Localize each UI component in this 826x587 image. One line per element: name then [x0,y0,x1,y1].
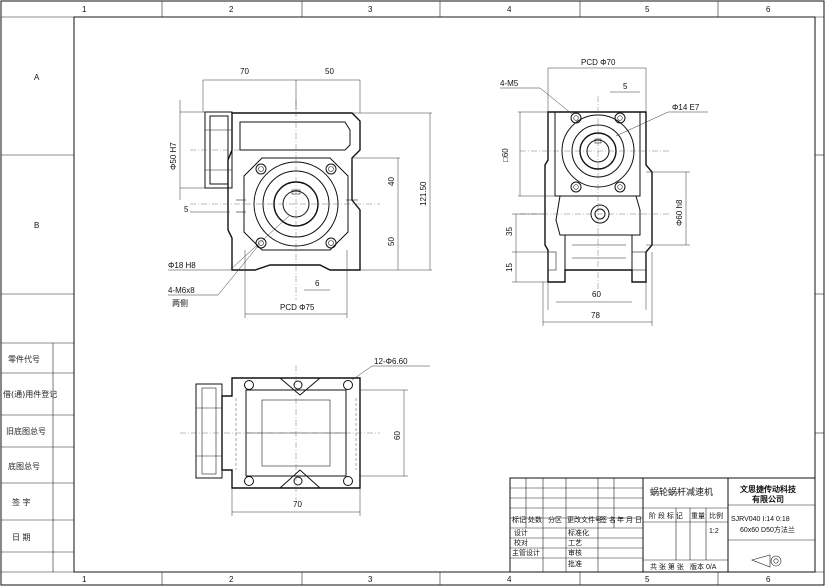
dim-front-50-v: 50 [387,237,396,246]
grid-col-5: 5 [645,5,650,14]
title-block: 标记 处数 分区 更改文件号 签 名 年 月 日 设计 校对 主管设计 标准化 … [509,477,816,573]
side-label-base: 底图总号 [8,461,40,471]
rev-header-doc: 更改文件号 [567,515,602,524]
grid-col-3-bottom: 3 [368,575,373,584]
dim-side-60h8: Φ60 h8 [675,199,684,226]
stage-header-scale: 比例 [709,511,723,520]
side-label-date: 日 期 [12,533,31,542]
role-design: 设计 [514,528,528,537]
side-view [520,96,670,290]
dim-side-pcd70: PCD Φ70 [581,58,616,67]
front-view [190,100,380,300]
dim-front-5: 5 [184,205,189,214]
grid-col-2-bottom: 2 [229,575,234,584]
dim-bottom-holes: 12-Φ6.60 [374,357,408,366]
side-label-part-code: 零件代号 [8,354,40,364]
dim-front-m6: 4-M6x8 [168,286,195,295]
stage-header-mark: 阶 段 标 记 [649,511,683,520]
dim-front-121: 121.50 [419,181,428,206]
rev-header-sign: 签 名 [600,515,616,524]
dim-side-15: 15 [505,263,514,272]
grid-col-5-bottom: 5 [645,575,650,584]
sheet-count: 共 张 第 张 [650,562,684,571]
right-grid-strip [815,154,824,434]
model-line-2: 60x60 D50方法兰 [740,525,795,534]
drawing-title: 蜗轮蜗杆减速机 [650,486,713,497]
dim-front-pcd75: PCD Φ75 [280,303,315,312]
grid-col-1: 1 [82,5,87,14]
rev-header-date: 年 月 日 [617,515,642,524]
model-line-1: SJRV040 I:14 0:18 [731,516,790,523]
dim-side-m5: 4-M5 [500,79,519,88]
bottom-grid-strip: 1 2 3 4 5 6 [1,571,824,585]
front-view-dimensions: 70 50 Φ50 H7 5 40 50 121.50 Φ18 H8 4-M6x… [168,67,432,318]
scale-value: 1:2 [709,528,719,535]
dim-bottom-60: 60 [393,431,402,440]
rev-header-count: 处数 [528,515,542,524]
dim-side-35: 35 [505,227,514,236]
role-process: 工艺 [568,539,582,547]
side-label-old-base: 旧底图总号 [6,426,46,436]
projection-symbol-icon [751,554,782,568]
side-table: 零件代号 借(通)用件登记 旧底图总号 底图总号 签 字 日 期 [1,342,74,572]
dim-front-70: 70 [240,67,249,76]
grid-col-4: 4 [507,5,512,14]
bottom-view [180,365,380,500]
dim-front-50: 50 [325,67,334,76]
dim-front-m6-note: 两侧 [172,298,188,308]
dim-side-60: 60 [592,290,601,299]
role-lead: 主管设计 [512,548,540,557]
rev-header-zone: 分区 [548,515,562,524]
side-view-dimensions: PCD Φ70 4-M5 5 Φ14 E7 □60 Φ60 h8 35 15 6… [500,58,708,326]
stage-header-weight: 重量 [691,512,705,520]
company-name-1: 文思捷传动科技 [740,484,797,494]
grid-col-1-bottom: 1 [82,575,87,584]
bottom-view-dimensions: 12-Φ6.60 60 70 [231,357,430,516]
role-approve: 批准 [568,559,582,568]
side-label-signature: 签 字 [12,497,31,507]
version: 版本 0/A [690,562,717,571]
grid-col-6: 6 [766,5,771,14]
grid-row-a: A [34,73,40,82]
dim-side-sq60: □60 [501,148,510,162]
left-grid-strip: A B [1,73,74,295]
dim-side-78: 78 [591,311,600,320]
dim-front-bore: Φ50 H7 [169,142,178,170]
grid-row-b: B [34,221,39,230]
dim-bottom-70: 70 [293,500,302,509]
role-check: 校对 [514,538,528,547]
top-grid-strip: 1 2 3 4 5 6 [1,1,824,18]
dim-front-40: 40 [387,177,396,186]
grid-col-6-bottom: 6 [766,575,771,584]
company-name-2: 有限公司 [752,494,784,504]
grid-col-4-bottom: 4 [507,575,512,584]
side-label-borrowed: 借(通)用件登记 [3,389,57,399]
grid-col-3: 3 [368,5,373,14]
rev-header-mark: 标记 [512,515,526,524]
role-review: 审核 [568,548,582,557]
dim-front-18: Φ18 H8 [168,261,196,270]
grid-col-2: 2 [229,5,234,14]
dim-front-6: 6 [315,279,320,288]
dim-side-14: Φ14 E7 [672,103,700,112]
role-standard: 标准化 [568,528,589,537]
dim-side-5: 5 [623,82,628,91]
